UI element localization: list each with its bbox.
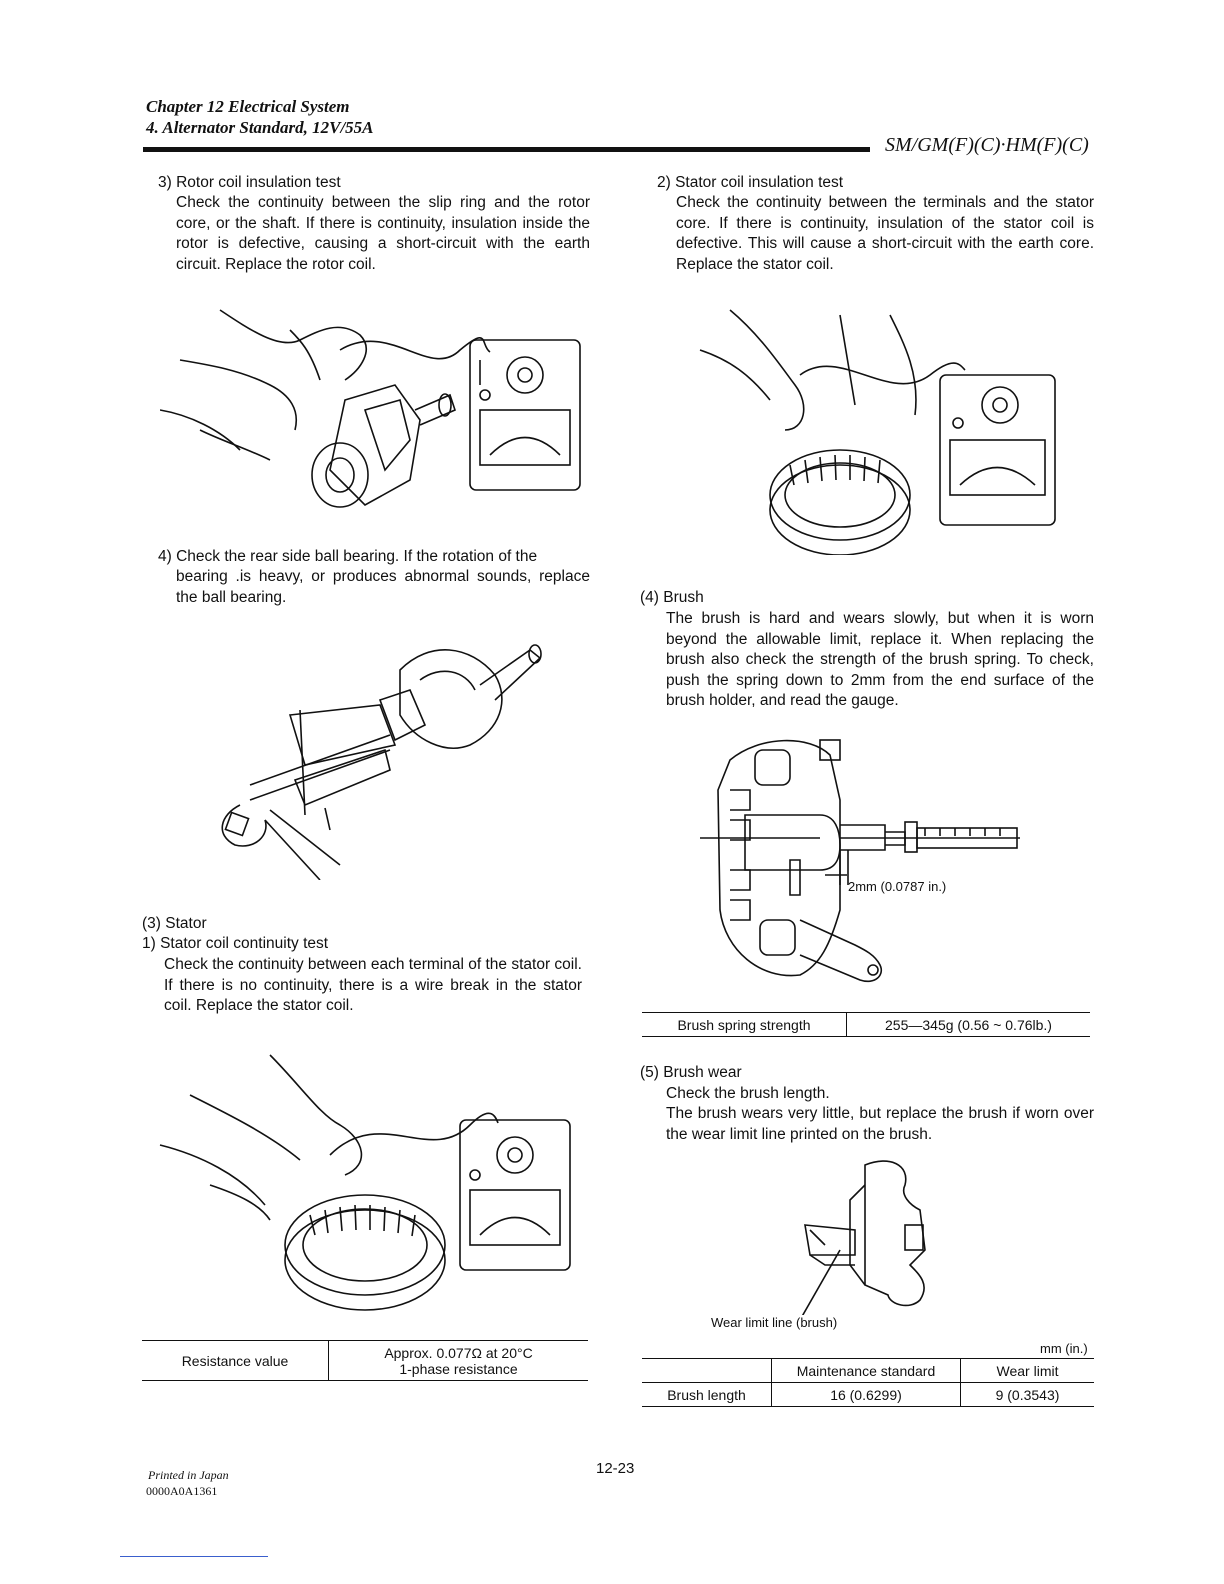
stator-continuity-heading: 1) Stator coil continuity test <box>142 935 329 952</box>
stator-insulation-body: Check the continuity between the termina… <box>676 194 1094 273</box>
brush-wear-line1: Check the brush length. <box>666 1085 830 1102</box>
header-rule <box>143 147 870 152</box>
resistance-value-line1: Approx. 0.077Ω at 20°C <box>384 1344 533 1361</box>
bearing-heading: 4) Check the rear side ball bearing. If … <box>158 548 538 565</box>
brush-spring-figure <box>700 730 1030 995</box>
length-table-col2: Maintenance standard <box>771 1358 961 1383</box>
brush-spring-table: Brush spring strength 255—345g (0.56 ~ 0… <box>642 1012 1090 1037</box>
resistance-label: Resistance value <box>142 1340 329 1381</box>
brush-body: The brush is hard and wears slowly, but … <box>666 610 1094 709</box>
bearing-puller-figure <box>210 630 560 880</box>
rotor-insulation-figure <box>160 290 590 525</box>
brush-2mm-label: 2mm (0.0787 in.) <box>848 879 947 894</box>
model-code: SM/GM(F)(C)·HM(F)(C) <box>885 134 1089 156</box>
length-table-unit: mm (in.) <box>1040 1341 1088 1356</box>
brush-heading: (4) Brush <box>640 589 704 606</box>
brush-wear-heading: (5) Brush wear <box>640 1064 742 1081</box>
resistance-value: Approx. 0.077Ω at 20°C 1-phase resistanc… <box>328 1340 588 1381</box>
rotor-test-body: Check the continuity between the slip ri… <box>176 194 590 273</box>
printed-in-japan: Printed in Japan <box>148 1468 229 1482</box>
wear-limit-label: Wear limit line (brush) <box>711 1315 838 1330</box>
brush-length-standard: 16 (0.6299) <box>771 1382 961 1407</box>
stator-continuity-body: Check the continuity between each termin… <box>164 956 582 1014</box>
bearing-body: bearing .is heavy, or produces abnormal … <box>176 568 590 606</box>
brush-length-limit: 9 (0.3543) <box>960 1382 1094 1407</box>
section-title: 4. Alternator Standard, 12V/55A <box>146 118 374 137</box>
brush-length-label: Brush length <box>642 1382 772 1407</box>
stator-insulation-figure <box>690 305 1070 555</box>
rotor-test-heading: 3) Rotor coil insulation test <box>158 174 341 191</box>
resistance-value-line2: 1-phase resistance <box>399 1360 518 1377</box>
brush-wear-body: The brush wears very little, but replace… <box>666 1105 1094 1143</box>
stator-continuity-figure <box>150 1045 580 1320</box>
length-table-col3: Wear limit <box>960 1358 1094 1383</box>
resistance-table: Resistance value Approx. 0.077Ω at 20°C … <box>142 1340 588 1381</box>
footer-rule <box>120 1556 268 1557</box>
brush-wear-figure <box>770 1155 960 1315</box>
document-code: 0000A0A1361 <box>146 1484 218 1498</box>
brush-length-table: Maintenance standard Wear limit Brush le… <box>642 1358 1094 1407</box>
length-table-col1 <box>642 1358 772 1383</box>
chapter-title: Chapter 12 Electrical System <box>146 97 350 116</box>
brush-spring-value: 255—345g (0.56 ~ 0.76lb.) <box>846 1012 1090 1037</box>
stator-heading: (3) Stator <box>142 915 207 932</box>
stator-insulation-heading: 2) Stator coil insulation test <box>657 174 844 191</box>
page-number: 12-23 <box>596 1460 635 1477</box>
brush-spring-label: Brush spring strength <box>642 1012 847 1037</box>
